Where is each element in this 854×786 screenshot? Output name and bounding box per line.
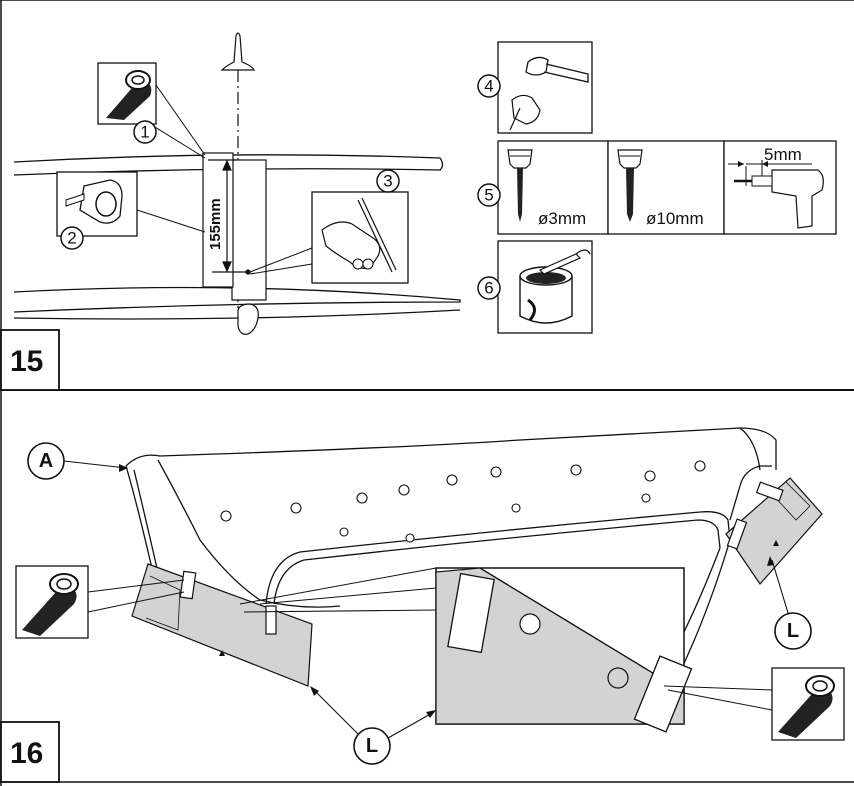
drill-bit-3mm-icon [507,149,533,222]
inset-primer-can-6 [497,240,593,334]
mounting-holes [220,460,706,543]
callout-3: 3 [376,169,400,193]
inset-tape-roll-1 [97,62,206,159]
brush-icon [538,249,591,275]
drill-bit-10mm-icon [617,149,643,222]
panel-15: 155mm [0,32,837,391]
drill-depth-label: 5mm [764,145,802,164]
zoom-inset [239,567,693,733]
callout-4: 4 [477,74,501,98]
template-arrow-icon [219,650,225,656]
callout-5: 5 [477,183,501,207]
inset-drill-5: ø3mm ø10mm 5mm [497,140,837,235]
template-l-right [725,477,823,585]
drill-10mm-label: ø10mm [646,209,704,228]
tape-roll-icon-left [22,586,77,636]
drill-3mm-label: ø3mm [538,209,586,228]
label-l-bottom: L [310,686,436,765]
callout-6: 6 [477,276,501,300]
svg-text:3: 3 [383,172,392,191]
template-arrow-icon-right [773,540,779,546]
antenna-icon [220,32,255,71]
callout-1: 1 [133,120,157,144]
inset-tape-roll-right [663,667,845,741]
label-l-right: L [767,556,812,650]
step-number-15: 15 [0,329,60,391]
tape-roll-icon [106,81,152,120]
step-number-16: 16 [0,721,60,783]
tape-roll-icon-right [778,688,833,738]
svg-text:6: 6 [484,279,493,298]
hand-pencil-icon [321,197,397,273]
label-a: A [27,442,128,480]
center-punch-icon [509,94,541,131]
svg-text:2: 2 [67,229,76,248]
inset-tape-roll-left [15,565,185,639]
power-drill-icon [728,160,824,229]
hammer-icon [525,56,589,83]
svg-text:A: A [39,450,53,472]
mount-nub-icon [237,303,259,335]
inset-measuring-tape-2 [56,171,206,237]
tape-strip-back [231,159,267,301]
template-l-left [131,563,313,687]
svg-text:1: 1 [140,123,149,142]
callout-2: 2 [60,226,84,250]
measurement-155-label: 155mm [207,198,224,250]
svg-text:15: 15 [10,345,43,378]
svg-text:L: L [366,735,378,757]
svg-text:16: 16 [10,737,43,770]
svg-text:L: L [787,620,799,642]
inset-hammer-punch-4 [497,41,593,134]
svg-text:4: 4 [484,77,493,96]
svg-text:5: 5 [484,186,493,205]
dimension-155 [208,159,251,275]
inset-pencil-hand-3 [249,191,409,284]
panel-16: A L L 16 [0,427,845,783]
